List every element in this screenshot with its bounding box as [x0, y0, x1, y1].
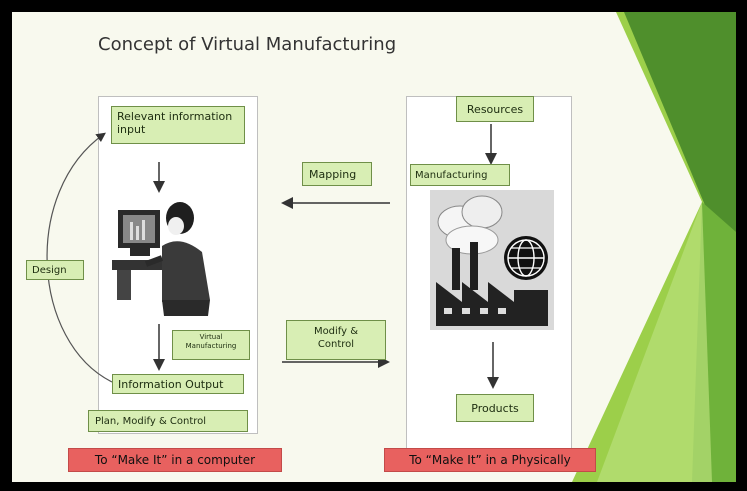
information-output-box: Information Output — [112, 374, 244, 394]
computer-footer-banner: To “Make It” in a computer — [68, 448, 282, 472]
virtual-manufacturing-box: Virtual Manufacturing — [172, 330, 250, 360]
person-at-computer-icon — [112, 202, 210, 316]
physical-footer-banner: To “Make It” in a Physically — [384, 448, 596, 472]
manufacturing-label: Manufacturing — [415, 170, 488, 181]
products-box: Products — [456, 394, 534, 422]
modify-control-box: Modify & Control — [286, 320, 386, 360]
modify-control-label: Modify & Control — [313, 326, 359, 350]
virtual-manufacturing-label: Virtual Manufacturing — [185, 333, 237, 350]
information-input-box: Relevant information input — [111, 106, 245, 144]
background-decoration — [572, 12, 736, 482]
page-title: Concept of Virtual Manufacturing — [98, 34, 397, 55]
resources-label: Resources — [466, 103, 524, 116]
plan-modify-control-label: Plan, Modify & Control — [95, 416, 207, 427]
design-box: Design — [26, 260, 84, 280]
physical-footer-label: To “Make It” in a Physically — [409, 453, 571, 467]
mapping-label: Mapping — [309, 168, 357, 181]
information-input-label: Relevant information input — [117, 110, 233, 136]
diagram-graphics — [46, 124, 554, 389]
computer-footer-label: To “Make It” in a computer — [94, 453, 256, 467]
design-label: Design — [32, 265, 67, 276]
globe-icon — [504, 236, 548, 280]
mapping-box: Mapping — [302, 162, 372, 186]
slide: Concept of Virtual Manufacturing — [12, 12, 736, 482]
resources-box: Resources — [456, 96, 534, 122]
information-output-label: Information Output — [118, 378, 224, 391]
design-loop-arrow — [46, 132, 113, 383]
factory-icon — [430, 190, 554, 330]
manufacturing-box: Manufacturing — [410, 164, 510, 186]
plan-modify-control-box: Plan, Modify & Control — [88, 410, 248, 432]
products-label: Products — [471, 402, 519, 415]
